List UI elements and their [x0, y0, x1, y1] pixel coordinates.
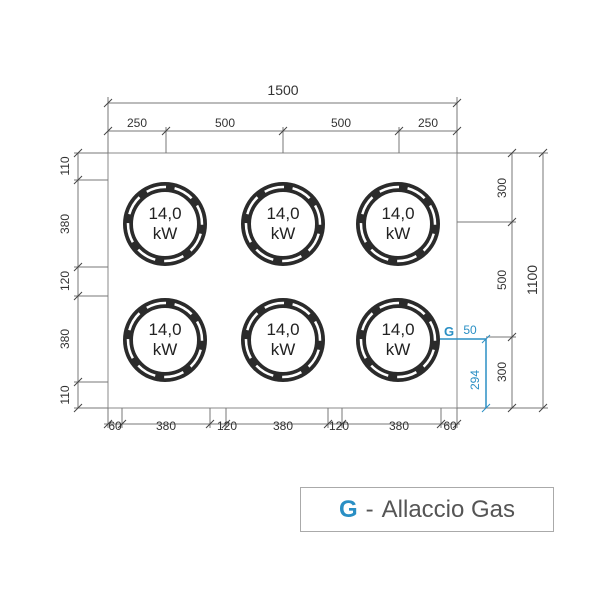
gas-connection: [440, 334, 491, 413]
dimension-tick: [73, 291, 83, 301]
dimension-tick: [452, 126, 462, 136]
dimension-tick: [538, 403, 548, 413]
dim-right: 500: [495, 270, 509, 290]
burner-power: 14,0: [148, 204, 181, 223]
burner-unit: kW: [386, 224, 411, 243]
dimension-tick: [73, 262, 83, 272]
dim-bottom: 380: [273, 419, 293, 433]
dimension-tick: [436, 419, 446, 429]
dim-left: 120: [58, 271, 72, 291]
dim-bottom: 380: [389, 419, 409, 433]
burner-power: 14,0: [266, 204, 299, 223]
dimension-tick: [278, 126, 288, 136]
burner: 14,0kW: [123, 182, 207, 266]
dimension-tick: [73, 175, 83, 185]
legend-separator: -: [365, 495, 374, 523]
dim-bottom: 60: [443, 419, 457, 433]
dim-bottom: 120: [329, 419, 349, 433]
gas-marker: G: [444, 324, 454, 339]
dimension-tick: [452, 419, 462, 429]
burner-power: 14,0: [266, 320, 299, 339]
dim-bottom: 60: [108, 419, 122, 433]
burner: 14,0kW: [356, 298, 440, 382]
dimension-tick: [507, 332, 517, 342]
burner-unit: kW: [386, 340, 411, 359]
dimension-tick: [507, 403, 517, 413]
dim-top: 500: [331, 116, 351, 130]
dim-depth: 1100: [524, 265, 540, 295]
dim-left: 110: [58, 156, 72, 175]
dim-top: 500: [215, 116, 235, 130]
dimension-tick: [538, 148, 548, 158]
burner-power: 14,0: [148, 320, 181, 339]
dim-right: 300: [495, 362, 509, 382]
legend-label: Allaccio Gas: [381, 495, 516, 523]
burner: 14,0kW: [123, 298, 207, 382]
dimension-tick: [117, 419, 127, 429]
dimension-tick: [507, 148, 517, 158]
dim-left: 380: [58, 214, 72, 234]
dim-bottom: 380: [156, 419, 176, 433]
dimension-tick: [161, 126, 171, 136]
legend-box: G - Allaccio Gas: [300, 487, 554, 532]
dimension-tick: [507, 217, 517, 227]
burner: 14,0kW: [241, 182, 325, 266]
gas-offset-x: 50: [463, 323, 477, 337]
burner-power: 14,0: [381, 320, 414, 339]
dim-left: 380: [58, 329, 72, 349]
dimension-tick: [103, 126, 113, 136]
burner: 14,0kW: [356, 182, 440, 266]
dim-bottom: 120: [217, 419, 237, 433]
dimension-tick: [323, 419, 333, 429]
dim-top: 250: [127, 116, 147, 130]
dimension-tick: [394, 126, 404, 136]
dimension-tick: [205, 419, 215, 429]
dimension-tick: [73, 148, 83, 158]
dimension-tick: [73, 377, 83, 387]
gas-offset-y: 294: [468, 370, 482, 390]
dimension-tick: [103, 419, 113, 429]
dimension-tick: [73, 403, 83, 413]
burner-unit: kW: [271, 224, 296, 243]
burner-unit: kW: [271, 340, 296, 359]
legend-key: G: [338, 495, 358, 523]
burner: 14,0kW: [241, 298, 325, 382]
burner-unit: kW: [153, 340, 178, 359]
dimension-tick: [221, 419, 231, 429]
dimension-tick: [337, 419, 347, 429]
dim-width: 1500: [267, 82, 298, 98]
dim-right: 300: [495, 178, 509, 198]
dim-left: 110: [58, 385, 72, 404]
burner-power: 14,0: [381, 204, 414, 223]
dim-top: 250: [418, 116, 438, 130]
burner-unit: kW: [153, 224, 178, 243]
